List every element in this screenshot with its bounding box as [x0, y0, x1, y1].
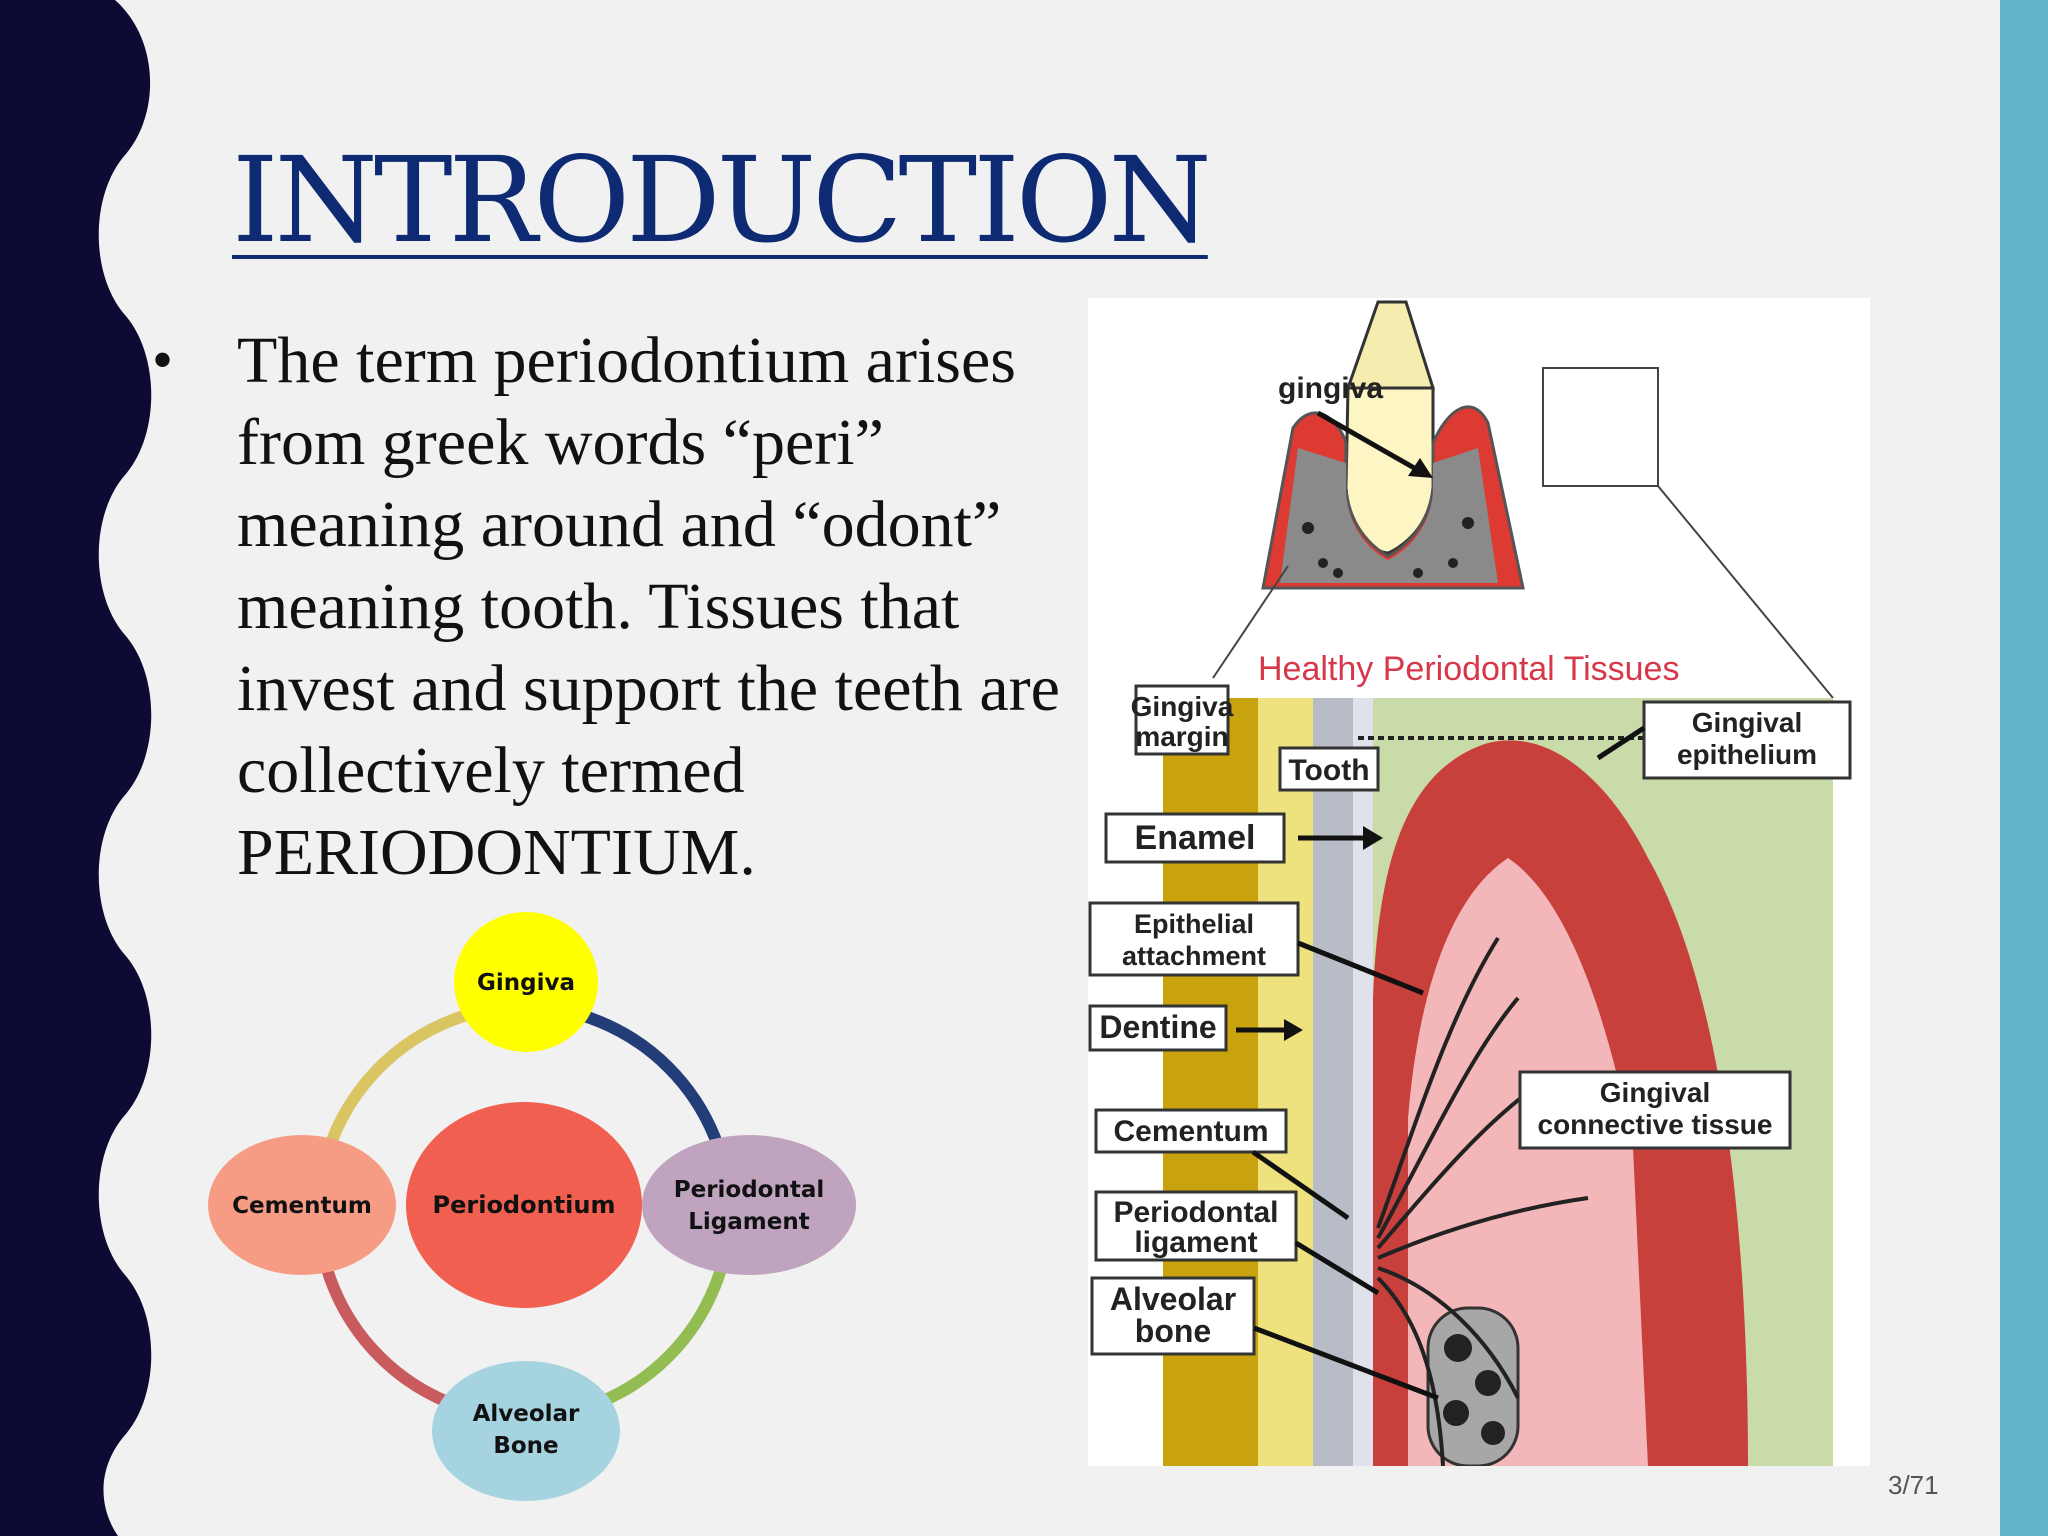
label-gingival-epithelium: Gingival epithelium	[1596, 700, 1852, 780]
label-tooth: Tooth	[1278, 746, 1380, 792]
periodontium-cycle-diagram: Periodontium Gingiva Periodontal Ligamen…	[208, 912, 856, 1501]
svg-text:epithelium: epithelium	[1677, 739, 1817, 770]
node-gingiva-label: Gingiva	[477, 970, 575, 996]
svg-text:Dentine: Dentine	[1099, 1009, 1216, 1045]
right-accent-bar	[2000, 0, 2048, 1536]
node-alveolar-bone: Alveolar Bone	[432, 1361, 620, 1501]
svg-text:Gingiva: Gingiva	[1131, 691, 1234, 722]
label-enamel: Enamel	[1104, 812, 1383, 864]
node-gingiva: Gingiva	[454, 912, 598, 1052]
page-number: 3/71	[1888, 1470, 1939, 1500]
periodontal-tissues-illustration: gingiva Healthy Periodontal Tissues Ging…	[1088, 298, 1870, 1466]
gingiva-label: gingiva	[1278, 372, 1383, 405]
figure-heading: Healthy Periodontal Tissues	[1258, 650, 1679, 688]
svg-text:Alveolar: Alveolar	[1110, 1281, 1236, 1317]
svg-text:bone: bone	[1135, 1313, 1211, 1349]
node-periodontal-label-line2: Ligament	[688, 1209, 809, 1235]
svg-text:Enamel: Enamel	[1135, 819, 1256, 857]
node-periodontal-ligament: Periodontal Ligament	[642, 1135, 856, 1275]
label-epithelial-attachment: Epithelial attachment	[1088, 901, 1424, 996]
label-periodontal-ligament: Periodontal ligament	[1094, 1190, 1380, 1296]
svg-text:Tooth: Tooth	[1288, 754, 1369, 787]
svg-text:margin: margin	[1135, 721, 1228, 752]
node-alveolar-label-line2: Bone	[493, 1433, 558, 1459]
slide-title: INTRODUCTION	[232, 131, 1212, 269]
wavy-left-border	[0, 0, 152, 1536]
svg-text:attachment: attachment	[1122, 941, 1266, 971]
bullet-marker: •	[152, 327, 174, 393]
node-cementum: Cementum	[208, 1135, 396, 1275]
label-dentine: Dentine	[1088, 1004, 1303, 1052]
bullet-text: The term periodontium arises from greek …	[237, 324, 1060, 889]
svg-text:ligament: ligament	[1134, 1226, 1257, 1259]
node-alveolar-label-line1: Alveolar	[473, 1401, 580, 1427]
svg-text:connective tissue: connective tissue	[1538, 1109, 1773, 1140]
svg-text:Cementum: Cementum	[1113, 1115, 1268, 1148]
node-cementum-label: Cementum	[232, 1193, 372, 1219]
svg-text:Gingival: Gingival	[1600, 1077, 1710, 1108]
node-center-label: Periodontium	[433, 1191, 616, 1219]
svg-text:Gingival: Gingival	[1692, 707, 1802, 738]
node-center-periodontium: Periodontium	[406, 1102, 642, 1308]
svg-text:Epithelial: Epithelial	[1134, 909, 1254, 939]
node-periodontal-label-line1: Periodontal	[674, 1177, 825, 1203]
tooth-socket-drawing: gingiva	[1212, 300, 1834, 699]
label-gingiva-margin: Gingiva margin	[1131, 684, 1234, 756]
svg-text:Periodontal: Periodontal	[1113, 1196, 1278, 1229]
label-cementum: Cementum	[1094, 1108, 1350, 1221]
label-gingival-connective-tissue: Gingival connective tissue	[1518, 1070, 1792, 1150]
label-alveolar-bone: Alveolar bone	[1090, 1276, 1439, 1401]
